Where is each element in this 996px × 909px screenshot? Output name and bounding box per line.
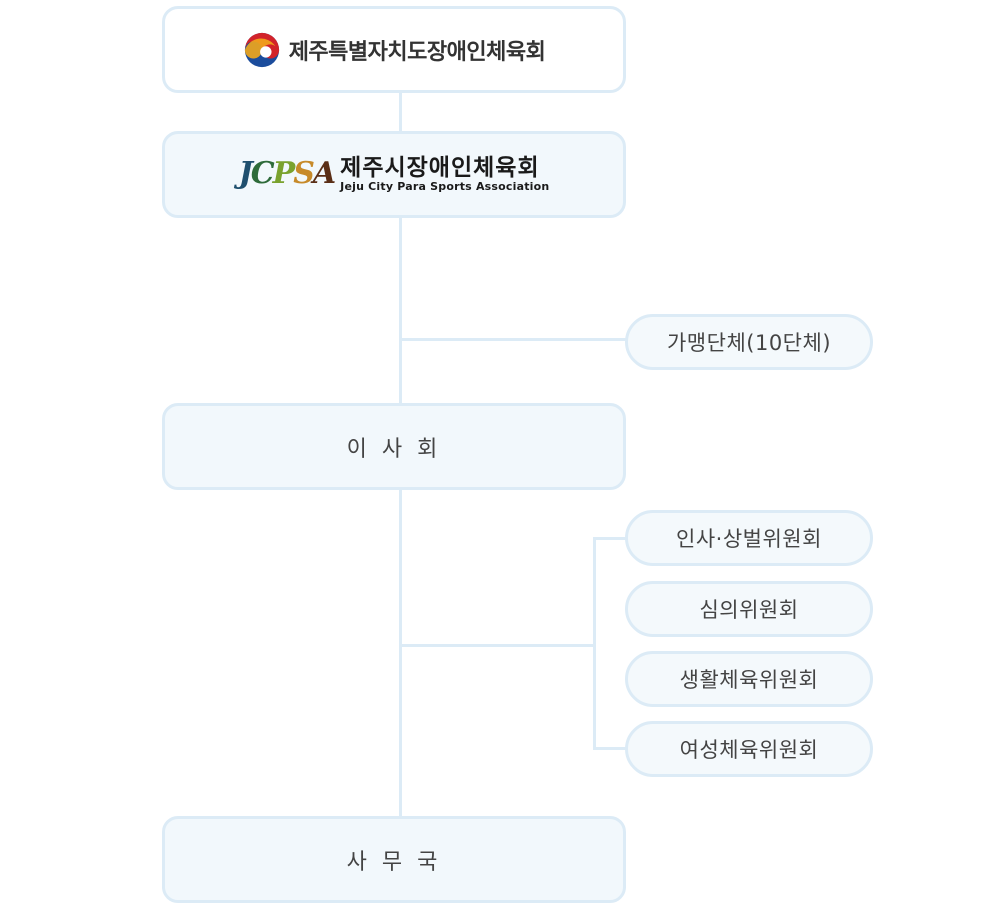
connector-committee-4 bbox=[593, 747, 627, 750]
connector-committee-1 bbox=[593, 537, 627, 540]
committee-label: 심의위원회 bbox=[699, 598, 799, 622]
board-box: 이 사 회 bbox=[162, 403, 626, 490]
city-org-logo: JCPSA 제주시장애인체육회 Jeju City Para Sports As… bbox=[239, 156, 550, 193]
jcpsa-logo-mark: JCPSA bbox=[238, 156, 337, 192]
taegeuk-emblem-icon bbox=[244, 32, 279, 67]
committee-review-box: 심의위원회 bbox=[625, 581, 873, 637]
city-org-name-ko: 제주시장애인체육회 bbox=[340, 154, 540, 181]
secretariat-box: 사 무 국 bbox=[162, 816, 626, 903]
committee-label: 여성체육위원회 bbox=[679, 738, 819, 762]
committee-personnel-box: 인사·상벌위원회 bbox=[625, 510, 873, 566]
top-org-logo: 제주특별자치도장애인체육회 bbox=[243, 31, 546, 69]
committee-label: 생활체육위원회 bbox=[679, 668, 819, 692]
connector-committees-horizontal bbox=[401, 644, 595, 647]
city-org-name-en: Jeju City Para Sports Association bbox=[340, 180, 550, 194]
committee-label: 인사·상벌위원회 bbox=[676, 527, 822, 551]
city-org-box: JCPSA 제주시장애인체육회 Jeju City Para Sports As… bbox=[162, 131, 626, 218]
committee-women-sports-box: 여성체육위원회 bbox=[625, 721, 873, 777]
connector-member-orgs bbox=[401, 338, 627, 341]
member-orgs-label: 가맹단체(10단체) bbox=[666, 331, 832, 355]
board-label: 이 사 회 bbox=[346, 436, 442, 462]
member-orgs-box: 가맹단체(10단체) bbox=[625, 314, 873, 370]
committee-sports-for-all-box: 생활체육위원회 bbox=[625, 651, 873, 707]
connector-committees-vertical bbox=[593, 537, 596, 750]
top-org-box: 제주특별자치도장애인체육회 bbox=[162, 6, 626, 93]
top-org-name: 제주특별자치도장애인체육회 bbox=[288, 39, 546, 65]
secretariat-label: 사 무 국 bbox=[346, 849, 442, 875]
